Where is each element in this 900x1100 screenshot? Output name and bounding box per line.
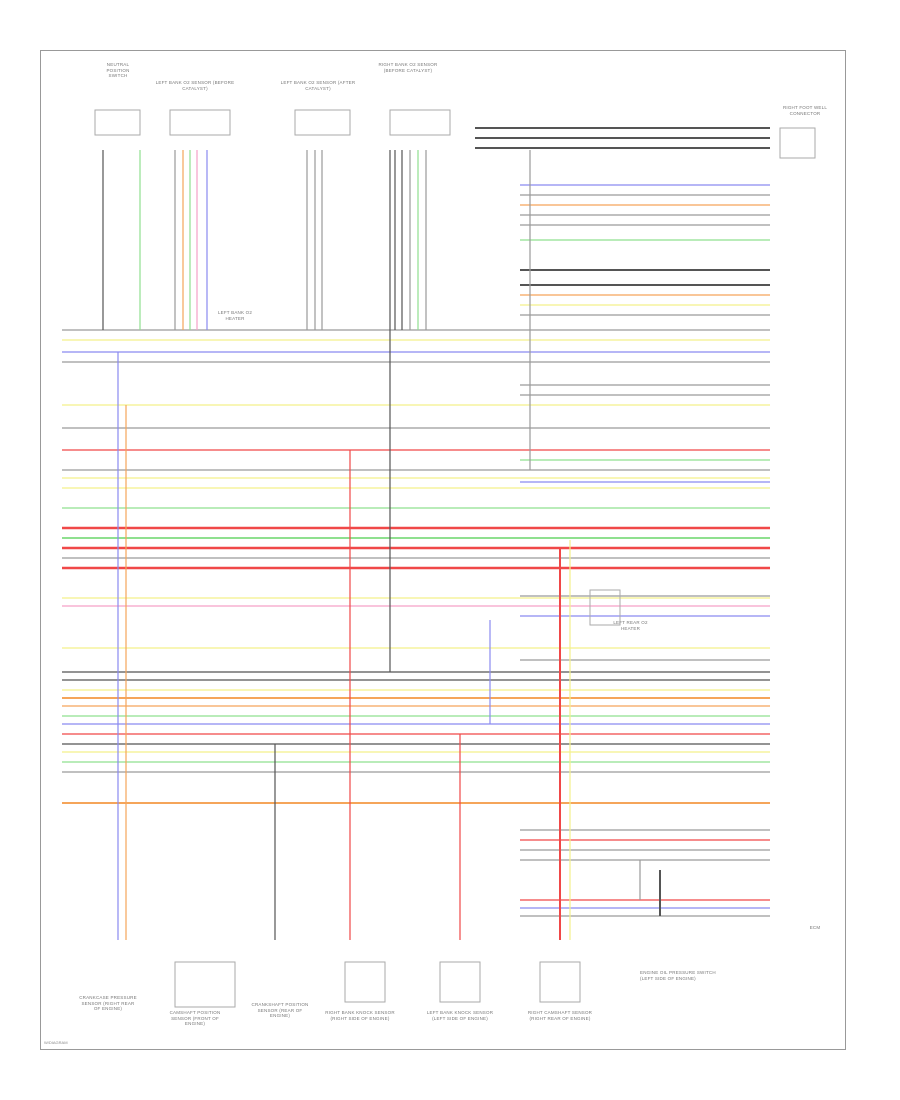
component-label-left-o2-before: LEFT BANK O2 SENSOR (BEFORE CATALYST) <box>155 80 235 91</box>
component-label-oil-pressure-switch: ENGINE OIL PRESSURE SWITCH (LEFT SIDE OF… <box>640 970 716 981</box>
o2-heater-box <box>589 589 621 626</box>
knock-sensor-box <box>344 961 386 1003</box>
knock-sensor-box <box>439 961 481 1003</box>
component-label-left-o2-after: LEFT BANK O2 SENSOR (AFTER CATALYST) <box>280 80 356 91</box>
component-label-foot-well: RIGHT FOOT WELL CONNECTOR <box>782 105 828 116</box>
camshaft-sensor-box <box>174 961 236 1008</box>
component-label-crankcase-sensor: CRANKCASE PRESSURE SENSOR (RIGHT REAR OF… <box>79 995 137 1011</box>
component-label-ecm: ECM <box>809 925 821 930</box>
component-label-right-camshaft-sensor: RIGHT CAMSHAFT SENSOR (RIGHT REAR OF ENG… <box>527 1010 593 1021</box>
foot-well-connector <box>779 127 816 159</box>
component-label-right-o2-before: RIGHT BANK O2 SENSOR (BEFORE CATALYST) <box>378 62 438 73</box>
camshaft-sensor-box <box>539 961 581 1003</box>
o2-sensor-box <box>389 109 451 136</box>
component-label-rear-o2-heater: LEFT REAR O2 HEATER <box>613 620 648 631</box>
footer-code: W/DIAGRAM <box>44 1040 68 1045</box>
component-label-o2-heater: LEFT BANK O2 HEATER <box>217 310 253 321</box>
component-label-right-knock-sensor: RIGHT BANK KNOCK SENSOR (RIGHT SIDE OF E… <box>325 1010 395 1021</box>
component-label-neutral-switch: NEUTRAL POSITION SWITCH <box>106 62 130 78</box>
component-label-camshaft-sensor: CAMSHAFT POSITION SENSOR (FRONT OF ENGIN… <box>169 1010 221 1026</box>
o2-sensor-box <box>169 109 231 136</box>
component-label-left-knock-sensor: LEFT BANK KNOCK SENSOR (LEFT SIDE OF ENG… <box>426 1010 494 1021</box>
diagram-frame <box>40 50 846 1050</box>
neutral-switch-box <box>94 109 141 136</box>
component-label-crankshaft-sensor: CRANKSHAFT POSITION SENSOR (REAR OF ENGI… <box>251 1002 309 1018</box>
o2-sensor-box <box>294 109 351 136</box>
